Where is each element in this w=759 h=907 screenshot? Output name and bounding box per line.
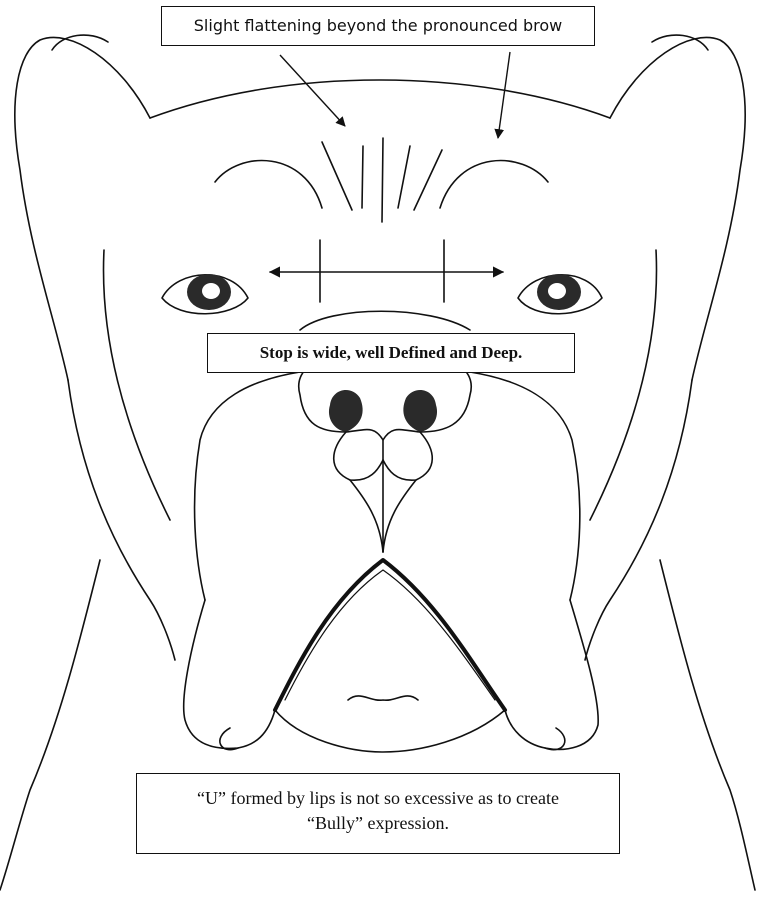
stop-annotation-box: Stop is wide, well Defined and Deep. <box>207 333 575 373</box>
lips-annotation-line-2: “Bully” expression. <box>137 811 619 836</box>
lips-annotation-box: “U” formed by lips is not so excessive a… <box>136 773 620 854</box>
stop-annotation-text: Stop is wide, well Defined and Deep. <box>260 343 523 362</box>
brow-arrow-left <box>280 55 345 126</box>
lips-annotation-line-1: “U” formed by lips is not so excessive a… <box>137 786 619 811</box>
brow-arrow-right <box>498 52 510 138</box>
